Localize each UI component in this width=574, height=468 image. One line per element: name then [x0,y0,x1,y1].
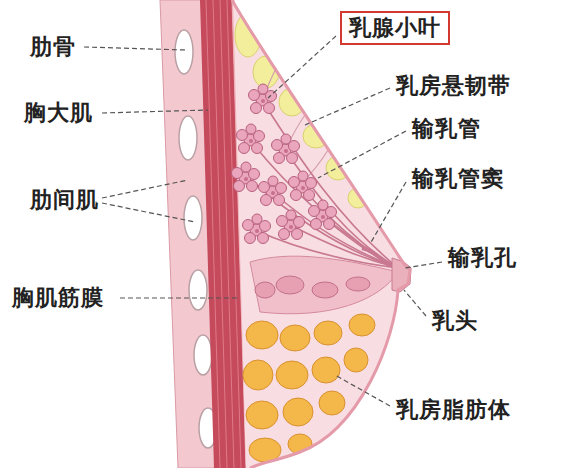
part-label: 肋间肌 [30,187,99,213]
label-holder: 胸肌筋膜 [12,285,104,311]
label-holder: 输乳孔 [448,245,517,271]
label-holder: 输乳管窦 [412,166,504,192]
part-label: 肋骨 [30,34,76,60]
part-label: 乳腺小叶 [349,15,441,41]
part-label: 输乳管 [412,116,481,142]
label-holder: 肋骨 [30,34,76,60]
part-label: 输乳孔 [448,245,517,271]
leader-lines [84,36,442,406]
part-label: 乳房脂肪体 [396,397,511,423]
label-holder: 乳房悬韧带 [396,73,511,99]
part-label: 胸大肌 [24,100,93,126]
part-label: 乳头 [432,308,478,334]
part-label: 输乳管窦 [412,166,504,192]
label-holder: 输乳管 [412,116,481,142]
label-holder: 乳房脂肪体 [396,397,511,423]
part-label: 胸肌筋膜 [12,285,104,311]
label-holder: 肋间肌 [30,187,99,213]
part-label: 乳房悬韧带 [396,73,511,99]
label-holder: 胸大肌 [24,100,93,126]
highlight-box: 乳腺小叶 [340,11,450,45]
label-holder: 乳头 [432,308,478,334]
